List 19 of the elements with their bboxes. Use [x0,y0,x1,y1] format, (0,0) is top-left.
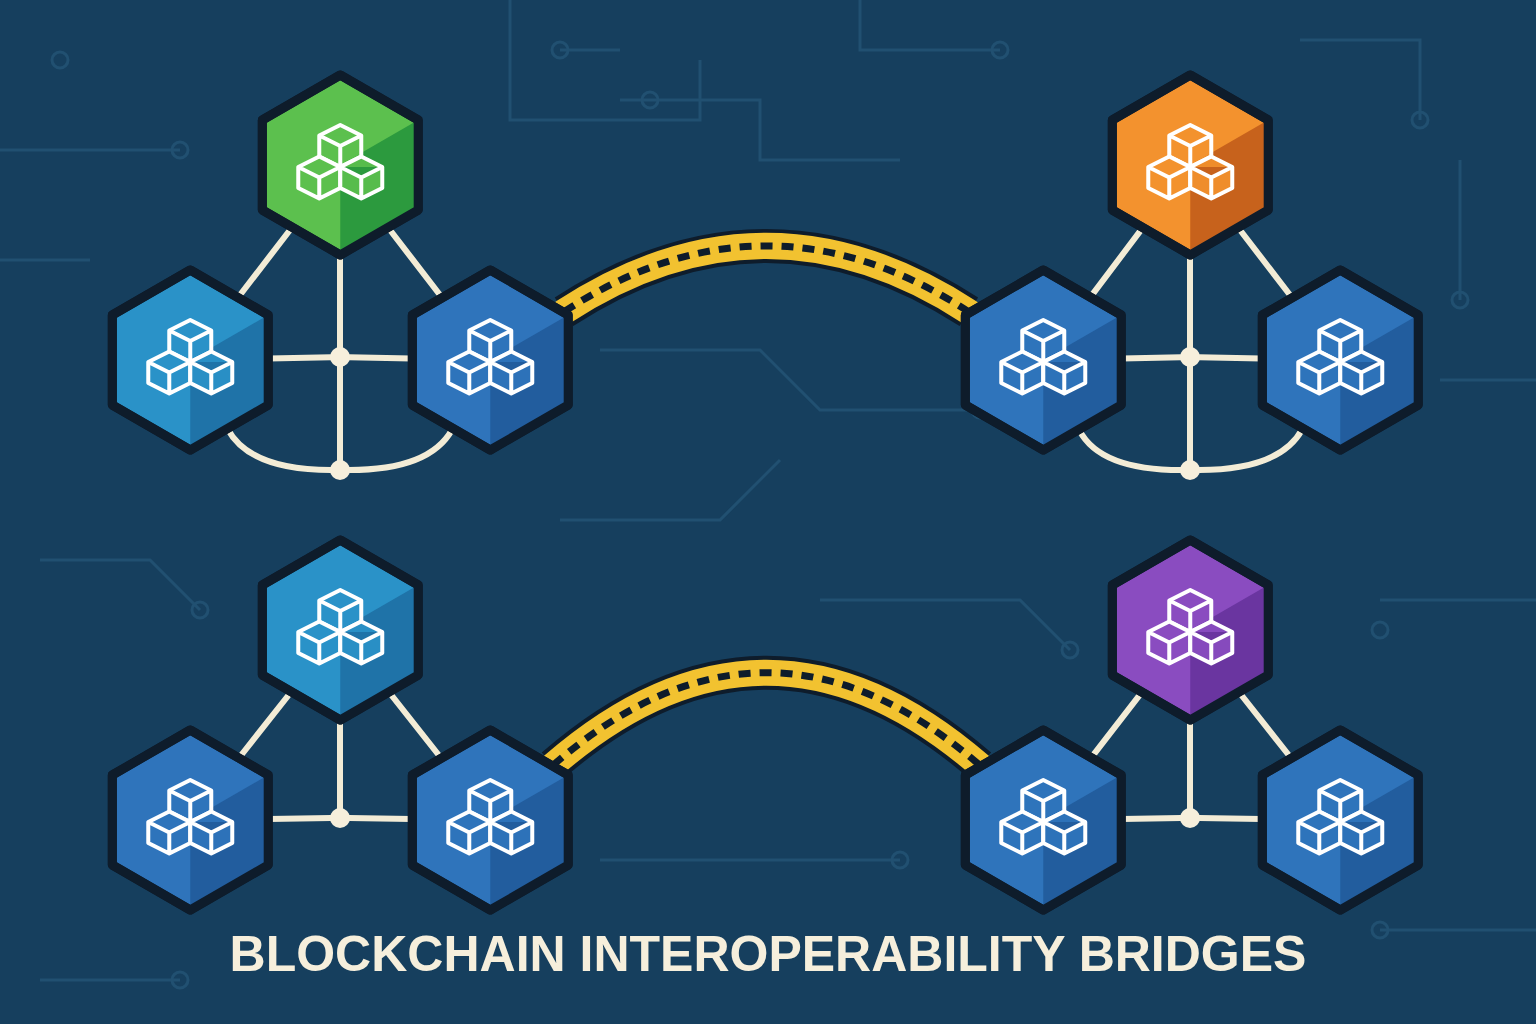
hexagon-node [1257,725,1423,915]
hexagon-node [1107,535,1273,725]
hexagon-node [1257,265,1423,455]
hexagon-node [407,725,573,915]
junction-dot [1180,808,1200,828]
hexagon-node [107,265,273,455]
junction-dot [330,347,350,367]
hexagon-node [257,70,423,260]
junction-dot [330,460,350,480]
junction-dot [1180,347,1200,367]
hexagon-node [107,725,273,915]
hexagon-node [407,265,573,455]
junction-dot [1180,460,1200,480]
hexagon-node [960,265,1126,455]
hexagon-node [257,535,423,725]
diagram-title: BLOCKCHAIN INTEROPERABILITY BRIDGES [229,926,1307,982]
hexagon-node [1107,70,1273,260]
hexagon-node [960,725,1126,915]
junction-dot [330,808,350,828]
